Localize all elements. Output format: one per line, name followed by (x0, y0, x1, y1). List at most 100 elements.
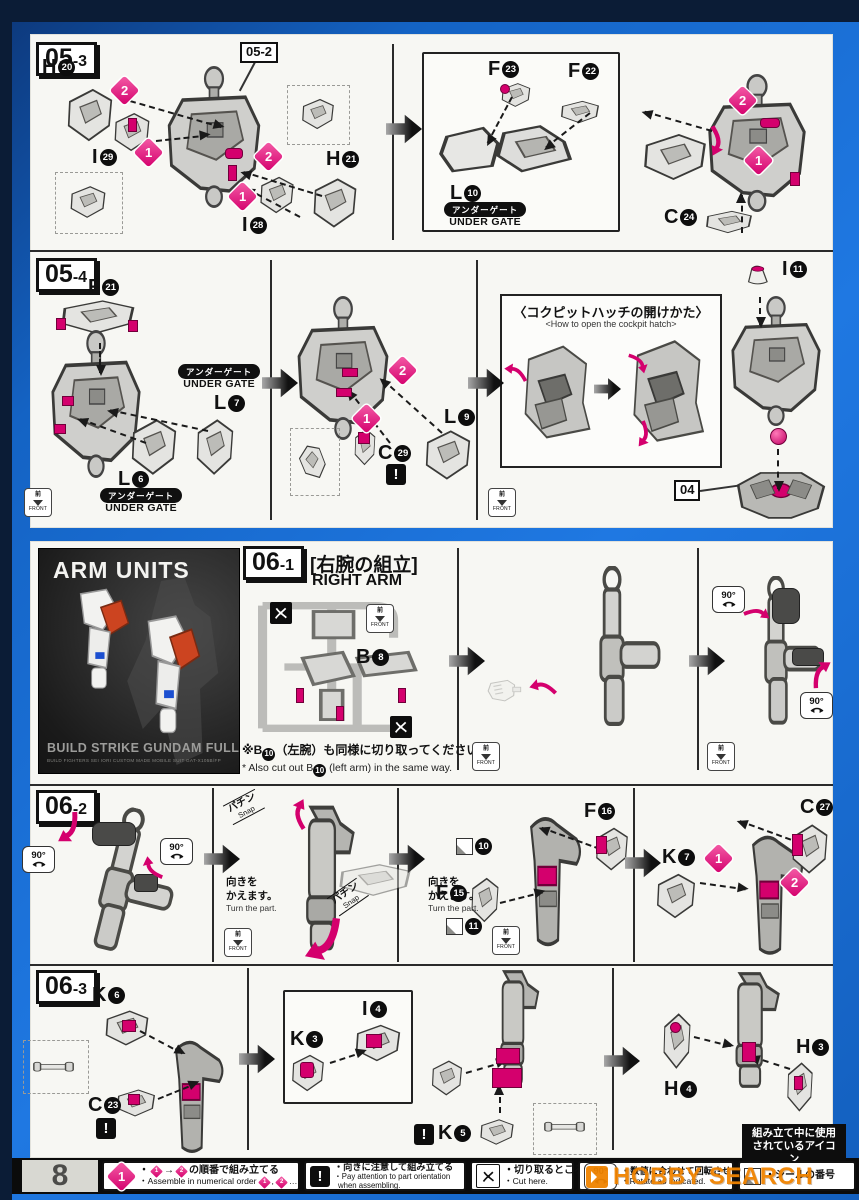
cut-highlight (398, 688, 406, 703)
hobby-search-watermark: HOBBY SEARCH (586, 1163, 813, 1191)
step-label-06-2: 06-2 (36, 790, 98, 824)
joint-highlight (300, 1062, 314, 1078)
step-substep: -1 (279, 557, 295, 574)
step-number: 06 (45, 792, 73, 820)
joint-highlight (225, 148, 243, 159)
dark-part (92, 822, 136, 846)
joint-highlight (500, 84, 510, 94)
step-label-05-4: 05-4 (36, 258, 98, 292)
section-divider (30, 250, 833, 252)
legend-orientation: ! ・向きに注意して組み立てる ・Pay attention to part o… (304, 1161, 466, 1191)
cut-highlight (336, 706, 344, 721)
caution-icon: ! (310, 1165, 330, 1187)
part-inset-illustration (298, 95, 338, 133)
arm-units-panel: ARM UNITS BUILD STRIKE GUNDAM FULL PACKA… (38, 548, 240, 774)
legend-sticker: ・シールの番号 (738, 1161, 856, 1191)
detail-inset-box (287, 85, 350, 145)
step-label-06-1: 06-1 (243, 546, 305, 580)
assembly-arrow (494, 1084, 505, 1113)
dark-part (772, 588, 800, 624)
under-gate-badge: アンダーゲート UNDER GATE (444, 202, 527, 228)
joint-highlight (122, 1020, 136, 1032)
step-number: 06 (252, 548, 280, 576)
part-illustration-c24 (700, 208, 758, 236)
pink-arrow-icon (625, 349, 651, 376)
product-subtitle: BUILD FIGHTERS SEI IORI CUSTOM MADE MOBI… (47, 758, 221, 763)
caution-icon: ! (414, 1124, 434, 1145)
part-illustration-l10 (432, 104, 582, 190)
elbow-assembly-illustration (152, 1026, 232, 1158)
order-badge-icon: 1 (106, 1161, 137, 1191)
part-illustration-h4 (660, 1006, 694, 1076)
hand-illustration (482, 672, 526, 710)
panel-divider (212, 788, 214, 962)
panel-divider (633, 788, 635, 962)
nipper-icon (270, 602, 292, 624)
joint-highlight (56, 318, 66, 330)
joint-highlight (128, 1094, 140, 1105)
forearm-illustration (708, 966, 792, 1094)
joint-highlight (496, 1048, 520, 1064)
part-illustration-l9 (420, 424, 476, 486)
section-divider (30, 784, 833, 786)
turn-the-part-note: 向きをかえます。 Turn the part. (226, 876, 278, 914)
panel-divider (392, 44, 394, 240)
nipper-icon (390, 716, 412, 738)
under-gate-badge: アンダーゲート UNDER GATE (178, 364, 261, 390)
rotate-90-icon: 90° (22, 846, 55, 873)
detail-inset-box (55, 172, 123, 234)
detail-inset-box (533, 1103, 597, 1155)
panel-divider (476, 260, 478, 520)
nipper-icon (476, 1164, 500, 1188)
joint-highlight (342, 368, 358, 377)
assembly-arrow (773, 449, 784, 492)
joint-highlight (670, 1022, 681, 1033)
caution-icon: ! (96, 1118, 116, 1139)
rotate-90-icon: 90° (800, 692, 833, 719)
assembly-arrow (736, 192, 747, 233)
joint-highlight (792, 834, 803, 856)
joint-highlight (228, 165, 237, 181)
arm-units-title: ARM UNITS (53, 557, 190, 583)
section-divider (30, 964, 833, 966)
waist-illustration (730, 458, 832, 526)
joint-highlight (492, 1068, 522, 1088)
joint-highlight (596, 836, 607, 854)
legend-cut: ・切り取るところ ・Cut here. (470, 1161, 584, 1191)
ref-callout-04: 04 (674, 480, 701, 501)
joint-highlight (366, 1034, 382, 1048)
joint-highlight (54, 424, 66, 434)
joint-highlight (760, 118, 780, 128)
detail-inset-box (290, 428, 340, 496)
part-inset-illustration (541, 1114, 589, 1140)
caution-icon: ! (386, 464, 406, 485)
joint-highlight (794, 1076, 803, 1090)
section-title-jp: [右腕の組立] (310, 555, 418, 576)
step-number: 06 (45, 972, 73, 1000)
pink-arrow-icon (140, 854, 166, 882)
cut-highlight (296, 688, 304, 703)
